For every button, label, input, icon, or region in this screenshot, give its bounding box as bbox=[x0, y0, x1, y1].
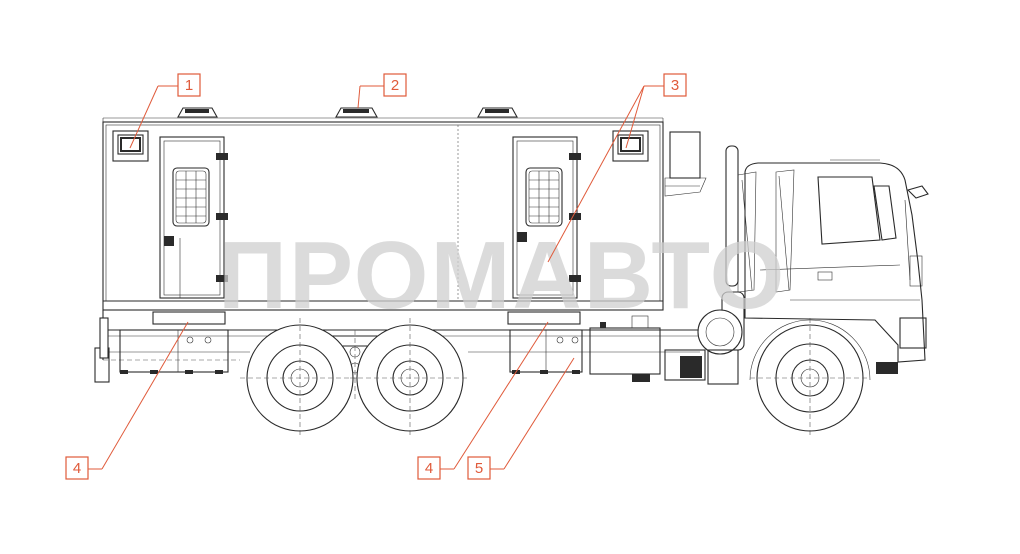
truck-cab bbox=[737, 159, 929, 374]
callout-label: 2 bbox=[391, 77, 399, 94]
van-body bbox=[102, 117, 664, 311]
roof-vent bbox=[335, 107, 378, 118]
watermark-text: ПРОМАВТО bbox=[218, 222, 786, 329]
callout-3: 3 bbox=[547, 73, 687, 263]
external-unit bbox=[664, 131, 707, 197]
callout-2: 2 bbox=[357, 73, 407, 109]
small-window bbox=[112, 130, 149, 162]
air-intake-pipe bbox=[697, 145, 745, 385]
callout-label: 1 bbox=[185, 77, 193, 94]
callout-label: 4 bbox=[425, 460, 433, 477]
callout-4b: 4 bbox=[417, 321, 549, 480]
callout-label: 5 bbox=[475, 460, 483, 477]
storage-box bbox=[507, 311, 583, 374]
callout-5: 5 bbox=[467, 357, 575, 480]
rear-wheel-2 bbox=[350, 318, 470, 438]
callout-4a: 4 bbox=[65, 321, 189, 480]
callout-1: 1 bbox=[129, 73, 201, 149]
roof-vent bbox=[477, 107, 518, 118]
roof-vent bbox=[177, 107, 218, 118]
callout-label: 4 bbox=[73, 460, 81, 477]
battery-box bbox=[664, 349, 706, 381]
fuel-tank bbox=[589, 315, 661, 382]
door-right bbox=[512, 136, 581, 299]
rear-wheel-1 bbox=[240, 318, 360, 438]
door-left bbox=[159, 136, 228, 299]
front-wheel bbox=[749, 318, 871, 438]
storage-box bbox=[119, 311, 229, 374]
callout-label: 3 bbox=[671, 77, 679, 94]
small-window bbox=[612, 130, 649, 162]
